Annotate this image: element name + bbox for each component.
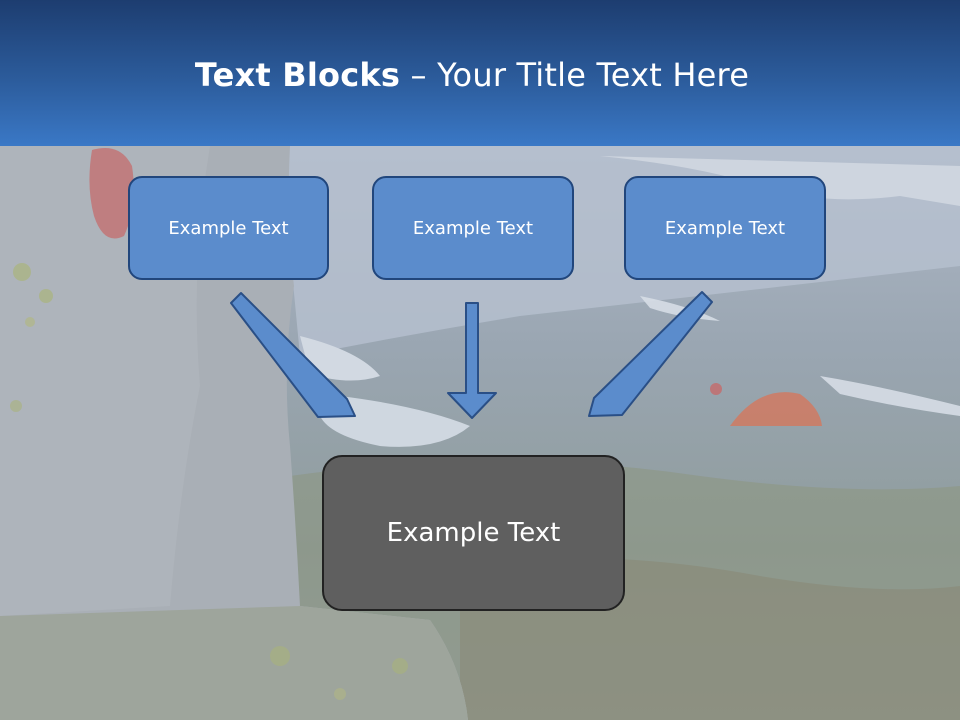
slide-header: Text Blocks – Your Title Text Here: [0, 0, 960, 146]
text-block-3-label: Example Text: [664, 217, 786, 239]
arrow-left-diagonal-icon: [230, 292, 356, 418]
arrow-right-diagonal-icon: [588, 291, 713, 417]
text-block-1-label: Example Text: [168, 217, 289, 239]
text-block-2[interactable]: Example Text: [372, 176, 574, 280]
target-text-block-label: Example Text: [386, 518, 561, 548]
title-separator: –: [400, 56, 438, 94]
title-bold: Text Blocks: [194, 56, 401, 94]
arrow-center-down-icon: [447, 302, 497, 419]
text-block-3[interactable]: Example Text: [624, 176, 826, 280]
text-block-2-label: Example Text: [412, 217, 534, 239]
target-text-block[interactable]: Example Text: [322, 455, 625, 611]
slide-title[interactable]: Text Blocks – Your Title Text Here: [0, 52, 944, 98]
title-rest: Your Title Text Here: [437, 56, 750, 94]
text-block-1[interactable]: Example Text: [128, 176, 329, 280]
